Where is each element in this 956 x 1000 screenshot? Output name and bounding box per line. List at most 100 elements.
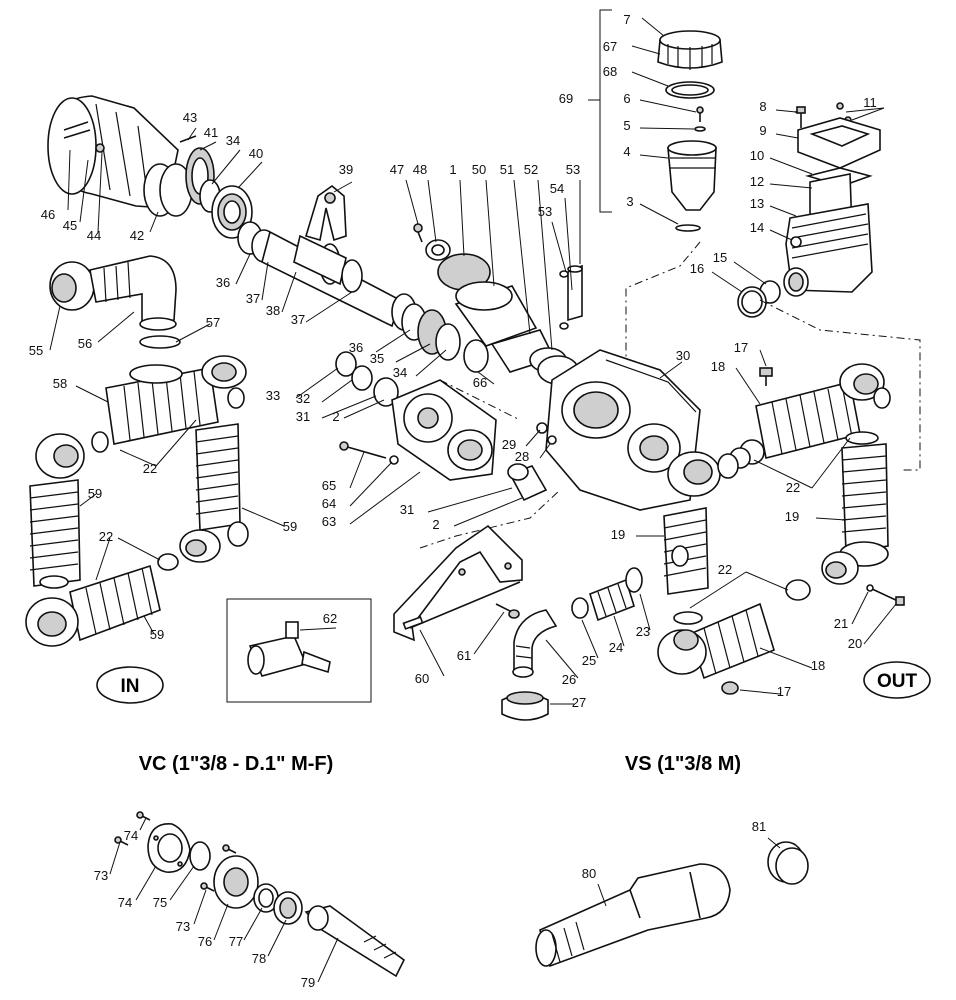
part-number-label: 35 — [370, 351, 384, 366]
part-number-label: 24 — [609, 640, 623, 655]
part-number-label: 58 — [53, 376, 67, 391]
part-number-label: 69 — [559, 91, 573, 106]
part-number-label: 25 — [582, 653, 596, 668]
part-number-label: 77 — [229, 934, 243, 949]
part-number-label: 68 — [603, 64, 617, 79]
part-number-label: 45 — [63, 218, 77, 233]
part-number-label: 16 — [690, 261, 704, 276]
part-number-label: 31 — [400, 502, 414, 517]
part-number-label: 31 — [296, 409, 310, 424]
part-number-label: 22 — [143, 461, 157, 476]
part-number-label: 59 — [283, 519, 297, 534]
part-number-label: 3 — [626, 194, 633, 209]
bracket-and-fittings — [393, 524, 651, 721]
vc-shaft-assembly — [109, 811, 406, 983]
vc-caption: VC (1"3/8 - D.1" M-F) — [139, 753, 334, 775]
part-number-label: 20 — [848, 636, 862, 651]
part-number-label: 26 — [562, 672, 576, 687]
part-number-label: 59 — [150, 627, 164, 642]
part-number-label: 12 — [750, 174, 764, 189]
part-number-label: 21 — [834, 616, 848, 631]
in-label: IN — [121, 676, 140, 697]
part-number-label: 1 — [449, 162, 456, 177]
part-number-label: 11 — [863, 95, 877, 110]
part-number-label: 56 — [78, 336, 92, 351]
part-number-label: 9 — [759, 123, 766, 138]
part-number-label: 66 — [473, 375, 487, 390]
part-number-label: 22 — [718, 562, 732, 577]
part-number-label: 63 — [322, 514, 336, 529]
part-number-label: 73 — [94, 868, 108, 883]
part-number-label: 14 — [750, 220, 764, 235]
part-number-label: 29 — [502, 437, 516, 452]
part-number-label: 8 — [759, 99, 766, 114]
part-number-label: 15 — [713, 250, 727, 265]
part-number-label: 37 — [291, 312, 305, 327]
part-number-label: 2 — [432, 517, 439, 532]
part-number-label: 36 — [216, 275, 230, 290]
part-number-label: 52 — [524, 162, 538, 177]
part-number-label: 51 — [500, 162, 514, 177]
part-number-label: 65 — [322, 478, 336, 493]
part-number-label: 19 — [611, 527, 625, 542]
part-number-label: 5 — [623, 118, 630, 133]
inlet-manifold — [25, 255, 285, 647]
part-number-label: 62 — [323, 611, 337, 626]
pump-head-left — [295, 303, 548, 527]
part-number-label: 57 — [206, 315, 220, 330]
part-number-label: 67 — [603, 39, 617, 54]
part-number-label: 53 — [566, 162, 580, 177]
part-number-label: 34 — [393, 365, 407, 380]
part-number-label: 23 — [636, 624, 650, 639]
part-number-label: 18 — [711, 359, 725, 374]
part-number-label: 73 — [176, 919, 190, 934]
part-number-label: 7 — [623, 12, 630, 27]
outlet-manifold — [636, 349, 905, 695]
part-number-label: 59 — [88, 486, 102, 501]
part-number-label: 48 — [413, 162, 427, 177]
part-number-label: 74 — [124, 828, 138, 843]
part-number-label: 42 — [130, 228, 144, 243]
part-number-label: 50 — [472, 162, 486, 177]
vs-caption: VS (1"3/8 M) — [625, 753, 741, 775]
part-number-label: 10 — [750, 148, 764, 163]
part-number-label: 41 — [204, 125, 218, 140]
part-number-label: 32 — [296, 391, 310, 406]
part-number-label: 28 — [515, 449, 529, 464]
gearbox-drive-assembly — [47, 95, 263, 239]
part-number-label: 30 — [676, 348, 690, 363]
valve-cap-assembly — [588, 9, 723, 232]
part-number-label: 6 — [623, 91, 630, 106]
part-number-label: 75 — [153, 895, 167, 910]
part-number-label: 43 — [183, 110, 197, 125]
part-number-label: 81 — [752, 819, 766, 834]
out-label: OUT — [877, 671, 918, 692]
pump-body — [525, 349, 701, 511]
part-number-label: 4 — [623, 144, 630, 159]
part-number-label: 19 — [785, 509, 799, 524]
vs-shaft-assembly — [535, 837, 809, 968]
part-number-label: 36 — [349, 340, 363, 355]
part-number-label: 80 — [582, 866, 596, 881]
diaphragm-piston-assembly — [405, 179, 583, 385]
part-number-label: 17 — [777, 684, 791, 699]
part-number-label: 55 — [29, 343, 43, 358]
part-number-label: 34 — [226, 133, 240, 148]
part-number-label: 18 — [811, 658, 825, 673]
part-number-label: 60 — [415, 671, 429, 686]
part-number-label: 17 — [734, 340, 748, 355]
part-number-label: 53 — [538, 204, 552, 219]
part-number-label: 2 — [332, 409, 339, 424]
part-number-label: 79 — [301, 975, 315, 990]
part-number-label: 64 — [322, 496, 336, 511]
part-number-label: 13 — [750, 196, 764, 211]
part-number-label: 54 — [550, 181, 564, 196]
part-number-label: 76 — [198, 934, 212, 949]
part-number-label: 22 — [99, 529, 113, 544]
part-number-label: 37 — [246, 291, 260, 306]
part-number-label: 27 — [572, 695, 586, 710]
inset-part-62 — [226, 598, 372, 703]
part-number-label: 47 — [390, 162, 404, 177]
